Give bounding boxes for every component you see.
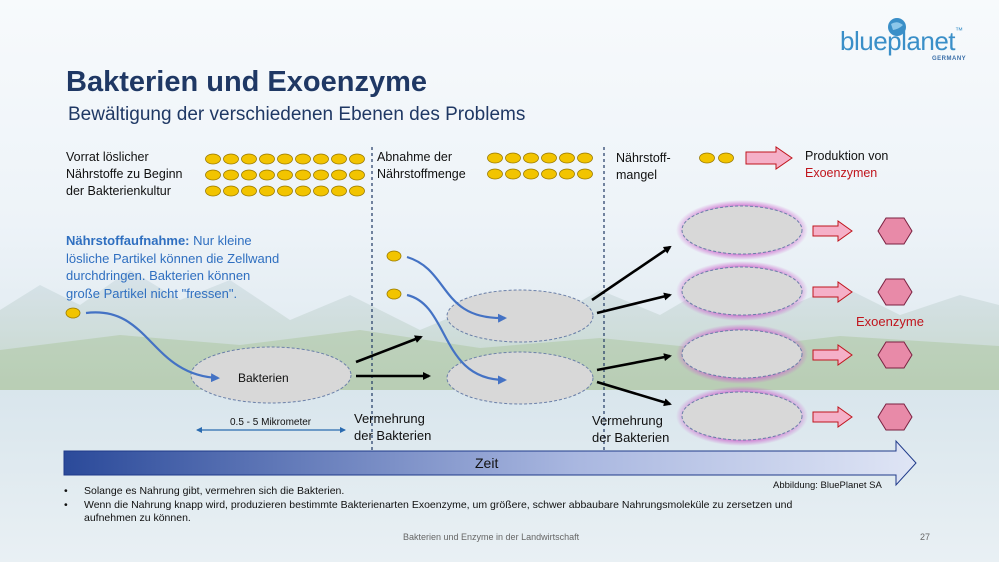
exoenzyme-release-arrows xyxy=(812,220,853,428)
nutrient-uptake-text: Nährstoffaufnahme: Nur kleine lösliche P… xyxy=(66,233,280,301)
blueplanet-logo: blueplanet™ GERMANY xyxy=(840,18,966,62)
nutrient-particle xyxy=(386,250,402,262)
bacterium-cell xyxy=(446,351,594,405)
globe-icon xyxy=(888,18,906,36)
page-subtitle: Bewältigung der verschiedenen Ebenen des… xyxy=(68,104,526,125)
stage-3-label: Nährstoff-mangel xyxy=(616,151,671,182)
nutrient-stock-dots xyxy=(205,153,365,197)
logo-trademark: ™ xyxy=(955,26,963,35)
image-credit: Abbildung: BluePlanet SA xyxy=(773,480,882,491)
logo-country: GERMANY xyxy=(932,56,967,62)
bacterium-cell xyxy=(446,289,594,343)
time-arrow xyxy=(63,439,917,487)
page-title: Bakterien und Exoenzyme xyxy=(66,66,427,98)
exoenzyme-producing-cells xyxy=(676,200,808,446)
bullet-list: Solange es Nahrung gibt, vermehren sich … xyxy=(62,485,792,526)
uptake-arrows xyxy=(85,255,507,385)
nutrient-particle xyxy=(386,288,402,300)
time-label: Zeit xyxy=(475,455,499,471)
production-arrow-icon xyxy=(745,146,793,170)
exoenzyme-hexagons xyxy=(877,217,913,431)
size-label: 0.5 - 5 Mikrometer xyxy=(230,417,312,428)
page-number: 27 xyxy=(920,532,931,542)
bullet-item-continuation: aufnehmen zu können. xyxy=(84,512,191,524)
footer-text: Bakterien und Enzyme in der Landwirtscha… xyxy=(403,532,580,542)
bullet-item: Wenn die Nahrung knapp wird, produzieren… xyxy=(62,499,792,513)
nutrient-shortage-dots xyxy=(699,152,734,164)
bacteria-label: Bakterien xyxy=(238,371,289,385)
bullet-item: Solange es Nahrung gibt, vermehren sich … xyxy=(62,485,792,499)
bacterium-cell xyxy=(190,346,352,404)
exoenzymes-label: Exoenzyme xyxy=(856,314,924,329)
nutrient-particle xyxy=(65,307,81,319)
multiplication-arrows xyxy=(355,245,672,407)
nutrient-decrease-dots xyxy=(487,152,593,180)
